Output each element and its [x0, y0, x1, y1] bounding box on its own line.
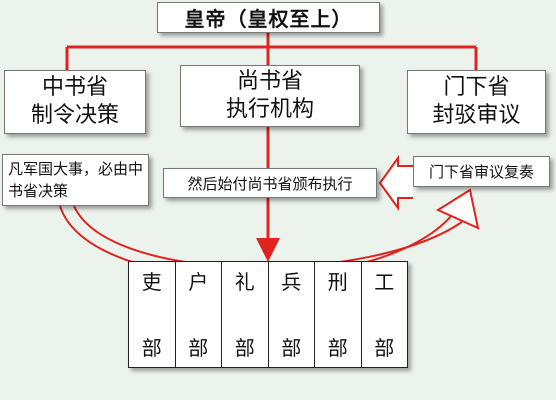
- ministry-cell-0: 吏部: [128, 261, 176, 368]
- menxia-role: 封驳审议: [432, 103, 521, 128]
- ministry-name: 工: [374, 269, 395, 294]
- ministry-name: 刑: [327, 269, 348, 294]
- ministry-name: 户: [188, 269, 209, 294]
- ministry-suffix: 部: [188, 335, 209, 360]
- emperor-box: 皇帝（皇权至上）: [157, 2, 380, 33]
- shangshu-role: 执行机构: [225, 97, 314, 122]
- menxia-name: 门下省: [443, 75, 510, 100]
- menxia-review-note: 门下省审议复奏: [413, 156, 550, 187]
- ministry-suffix: 部: [327, 335, 348, 360]
- ministry-cell-3: 兵部: [267, 261, 315, 368]
- zhongshu-name: 中书省: [41, 75, 108, 100]
- ministry-cell-4: 刑部: [314, 261, 362, 368]
- six-ministries-table: 吏部 户部 礼部 兵部 刑部 工部: [128, 261, 408, 368]
- ministry-suffix: 部: [374, 335, 395, 360]
- review-arrow: [378, 154, 413, 212]
- ministries-row: 吏部 户部 礼部 兵部 刑部 工部: [128, 261, 408, 368]
- ministry-name: 吏: [141, 269, 162, 294]
- zhongshu-role: 制令决策: [30, 103, 119, 128]
- zhongshu-box: 中书省 制令决策: [4, 70, 146, 134]
- emperor-label: 皇帝（皇权至上）: [184, 7, 353, 31]
- zhongshu-decision-text: 凡军国大事，必由中书省决策: [8, 160, 144, 200]
- ministry-cell-1: 户部: [174, 261, 222, 368]
- ministry-suffix: 部: [234, 335, 255, 360]
- ministry-name: 兵: [281, 269, 302, 294]
- ministry-cell-5: 工部: [360, 261, 408, 368]
- menxia-review-text: 门下省审议复奏: [428, 163, 534, 181]
- menxia-box: 门下省 封驳审议: [407, 70, 546, 134]
- ministry-suffix: 部: [281, 335, 302, 360]
- ministry-name: 礼: [234, 269, 255, 294]
- zhongshu-decision-note: 凡军国大事，必由中书省决策: [2, 154, 149, 206]
- shangshu-execute-text: 然后始付尚书省颁布执行: [187, 174, 353, 193]
- shangshu-name: 尚书省: [236, 69, 303, 94]
- decision-curve-head: [435, 188, 480, 230]
- ministry-suffix: 部: [141, 335, 162, 360]
- shangshu-box: 尚书省 执行机构: [180, 65, 360, 127]
- shangshu-execute-note: 然后始付尚书省颁布执行: [163, 168, 377, 198]
- ministry-cell-2: 礼部: [221, 261, 269, 368]
